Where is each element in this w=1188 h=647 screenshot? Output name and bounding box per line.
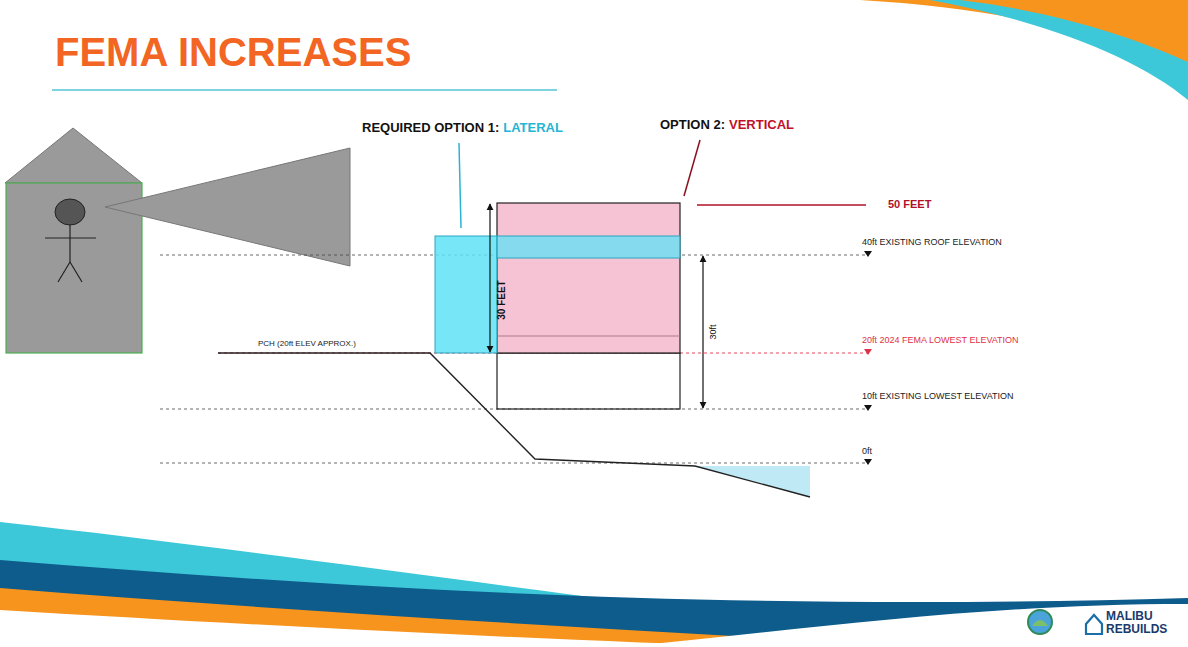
- road-label: PCH (20ft ELEV APPROX.): [258, 340, 356, 349]
- elevation-markers: [864, 251, 872, 465]
- city-logo: [1028, 610, 1052, 634]
- swoosh: [0, 560, 1188, 647]
- existing-box: [497, 353, 680, 409]
- lateral-option: [435, 236, 497, 353]
- height-label: 50 FEET: [888, 198, 931, 210]
- leader-line: [697, 204, 866, 206]
- title-rule: [52, 89, 557, 91]
- logo-text: MALIBU REBUILDS: [1106, 610, 1176, 636]
- elevation-label: 0ft: [862, 447, 872, 457]
- dimension-label: 30 FEET: [496, 280, 507, 319]
- option-label: OPTION 2:: [660, 118, 725, 132]
- swoosh: [0, 610, 760, 647]
- view-cone: [105, 148, 350, 266]
- person-head: [55, 199, 85, 225]
- option-heading: OPTION 2: VERTICAL: [660, 118, 794, 132]
- elevation-label: 10ft EXISTING LOWEST ELEVATION: [862, 392, 1014, 402]
- lateral-band: [497, 236, 680, 258]
- leader-line: [684, 140, 700, 196]
- rebuilds-icon: [1086, 615, 1102, 634]
- dimension-arrow: [489, 204, 490, 352]
- house-roof: [5, 128, 142, 183]
- option-label: REQUIRED OPTION 1:: [362, 121, 499, 135]
- person-body: [45, 225, 96, 282]
- option-heading: REQUIRED OPTION 1: LATERAL: [362, 121, 563, 135]
- leader-line: [459, 143, 461, 228]
- dimension-label: 30ft: [709, 324, 719, 339]
- vertical-option: [497, 203, 680, 353]
- logo-ground: [620, 604, 1188, 647]
- floor-line: [497, 335, 680, 336]
- option-name: VERTICAL: [729, 118, 794, 132]
- option-name: LATERAL: [503, 121, 563, 135]
- swoosh: [930, 0, 1188, 100]
- ground-profile: [218, 353, 810, 497]
- elevation-label: 40ft EXISTING ROOF ELEVATION: [862, 238, 1002, 248]
- elevation-label: 20ft 2024 FEMA LOWEST ELEVATION: [862, 336, 1019, 346]
- slide-title: FEMA INCREASES: [55, 30, 411, 74]
- city-logo: [1032, 620, 1048, 626]
- dimension-arrow: [702, 256, 703, 408]
